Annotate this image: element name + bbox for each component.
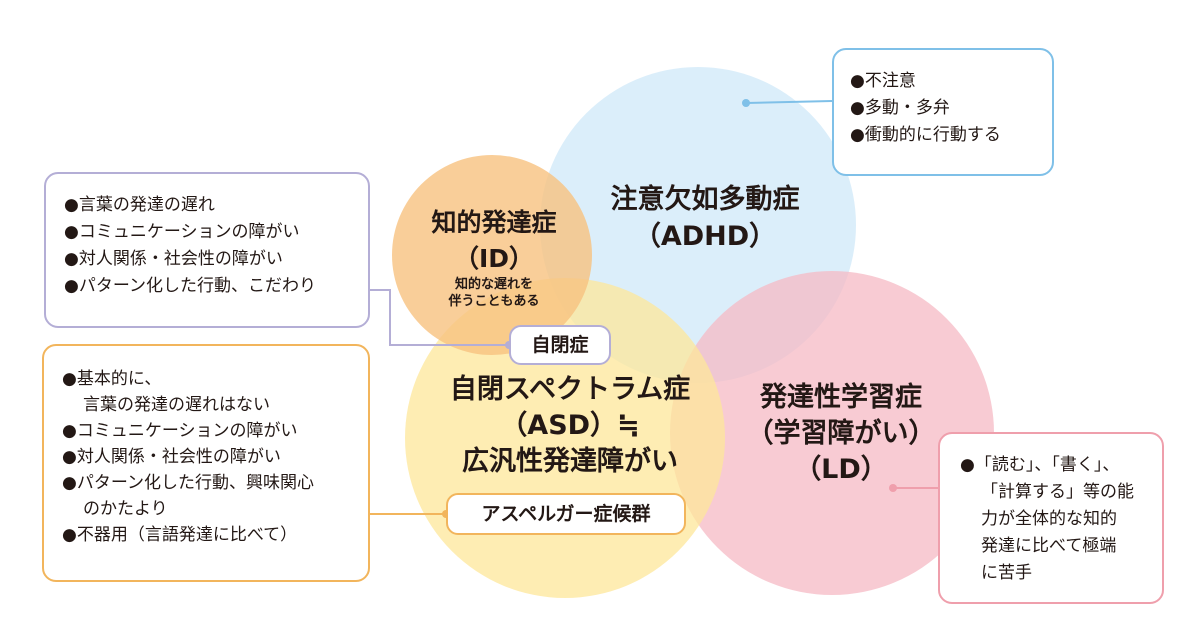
ld-title-line3: （LD）	[794, 454, 888, 485]
id-circle-note: 知的な遅れを 伴うこともある	[396, 276, 592, 310]
asd-box-item4-line2: のかたより	[83, 499, 168, 519]
ld-box-line: 発達に比べて極端	[981, 536, 1117, 556]
asd-title-line1: 自閉スペクトラム症	[449, 374, 691, 405]
ld-box-line: に苦手	[981, 563, 1032, 583]
adhd-box-item: ●衝動的に行動する	[850, 125, 1001, 145]
ld-description-box: ●「読む」、「書く」、 「計算する」等の能 力が全体的な知的 発達に比べて極端 …	[938, 432, 1164, 604]
ld-box-line: 力が全体的な知的	[981, 509, 1117, 529]
adhd-box-item: ●不注意	[850, 71, 916, 91]
id-title-line1: 知的発達症	[431, 208, 557, 237]
asd-box-item1-line1: ●基本的に、	[62, 369, 162, 389]
id-title-line2: （ID）	[453, 244, 535, 273]
adhd-connector-dot	[742, 99, 750, 107]
ld-title-line2: （学習障がい）	[746, 418, 936, 449]
ld-title-line1: 発達性学習症	[760, 382, 922, 413]
adhd-box-item: ●多動・多弁	[850, 98, 950, 118]
asperger-pill: アスペルガー症候群	[446, 493, 686, 535]
ld-box-line: 「計算する」等の能	[981, 482, 1134, 502]
asd-box-item: ●対人関係・社会性の障がい	[62, 447, 281, 467]
asd-box-item: ●基本的に、 言葉の発達の遅れはない	[62, 366, 358, 418]
id-note-line2: 伴うこともある	[448, 294, 540, 309]
autism-pill: 自閉症	[509, 325, 611, 365]
id-box-item: ●コミュニケーションの障がい	[64, 222, 300, 242]
adhd-circle-title: 注意欠如多動症 （ADHD）	[560, 181, 850, 255]
id-note-line1: 知的な遅れを	[454, 277, 533, 292]
ld-circle-title: 発達性学習症 （学習障がい） （LD）	[728, 380, 954, 488]
asd-box-item: ●コミュニケーションの障がい	[62, 421, 298, 441]
id-connector-line	[370, 289, 509, 346]
asd-box-item4-line1: ●パターン化した行動、興味関心	[62, 473, 314, 493]
asd-title-line3: 広汎性発達障がい	[462, 446, 678, 477]
adhd-title-line2: （ADHD）	[633, 221, 777, 252]
adhd-description-box: ●不注意 ●多動・多弁 ●衝動的に行動する	[832, 48, 1054, 176]
id-description-box: ●言葉の発達の遅れ ●コミュニケーションの障がい ●対人関係・社会性の障がい ●…	[44, 172, 370, 328]
id-box-item: ●言葉の発達の遅れ	[64, 195, 215, 215]
id-circle-title: 知的発達症 （ID）	[396, 205, 592, 277]
asd-box-item: ●パターン化した行動、興味関心 のかたより	[62, 470, 358, 522]
asd-box-item1-line2: 言葉の発達の遅れはない	[83, 395, 270, 415]
id-box-item: ●パターン化した行動、こだわり	[64, 276, 316, 296]
adhd-title-line1: 注意欠如多動症	[610, 184, 800, 215]
id-circle	[392, 155, 592, 355]
id-box-item: ●対人関係・社会性の障がい	[64, 249, 283, 269]
ld-circle	[670, 271, 994, 595]
adhd-connector-line	[745, 100, 833, 104]
asd-description-box: ●基本的に、 言葉の発達の遅れはない ●コミュニケーションの障がい ●対人関係・…	[42, 344, 370, 582]
ld-connector-dot	[889, 484, 897, 492]
asd-box-item: ●不器用（言語発達に比べて）	[62, 525, 298, 545]
asd-title-line2: （ASD）≒	[500, 410, 640, 441]
ld-box-line: ●「読む」、「書く」、	[960, 455, 1120, 475]
asd-circle-title: 自閉スペクトラム症 （ASD）≒ 広汎性発達障がい	[400, 372, 740, 480]
